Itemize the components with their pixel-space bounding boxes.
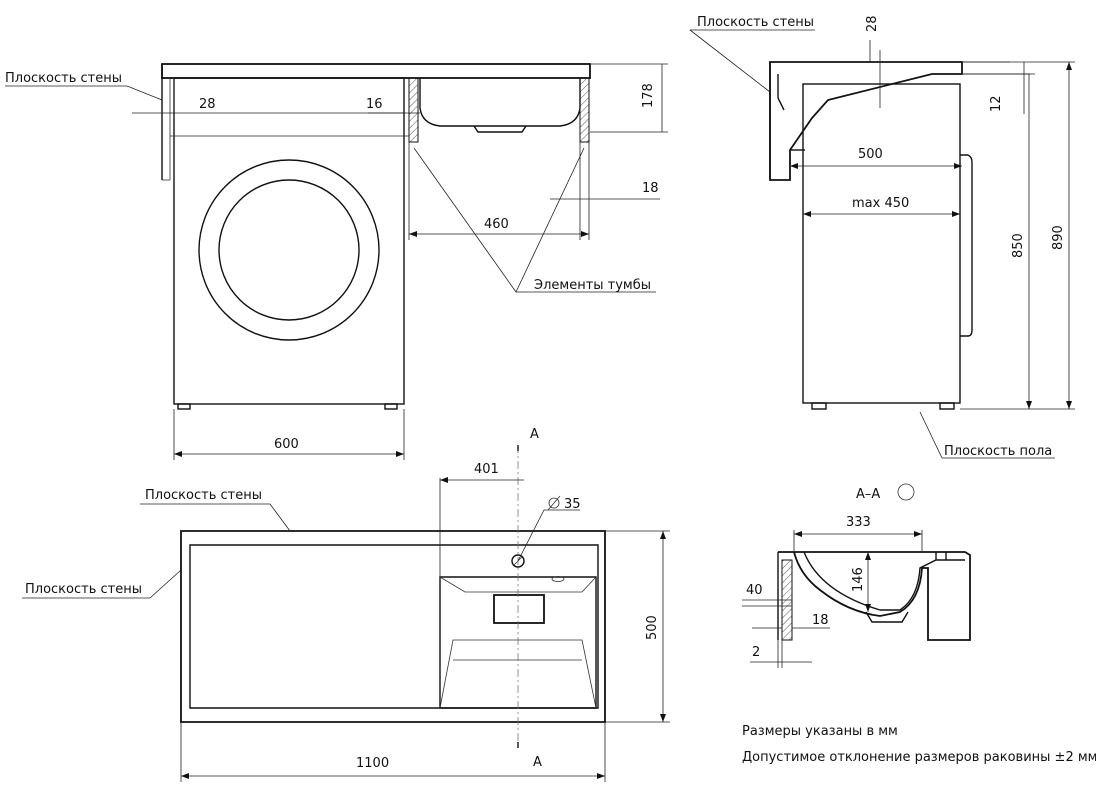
dim-850: 850 (1011, 233, 1026, 258)
dim-460: 460 (484, 217, 509, 232)
side-view: 28 12 500 max 450 850 890 Плоскость стен… (689, 15, 1075, 459)
dim-1100: 1100 (356, 756, 389, 771)
notes: Размеры указаны в мм Допустимое отклонен… (742, 724, 1096, 765)
section-mark-top: А (530, 427, 539, 442)
section-mark-bottom: А (533, 755, 542, 770)
note-units: Размеры указаны в мм (742, 724, 898, 739)
dim-40: 40 (746, 583, 763, 598)
dim-146: 146 (851, 567, 866, 592)
washing-machine-front (173, 77, 405, 405)
dim-333: 333 (846, 515, 871, 530)
sink-countertop-front (161, 63, 591, 79)
washing-machine-side (802, 83, 961, 404)
section-sink-profile (778, 551, 971, 641)
dim-18-section: 18 (812, 613, 829, 628)
top-view: А А 401 35 500 1100 Плоскость стены Плос… (22, 427, 670, 782)
dim-600: 600 (274, 437, 299, 452)
sink-side-profile (769, 61, 963, 181)
machine-door-inner (218, 179, 360, 321)
dim-178: 178 (641, 83, 656, 108)
tap-hole (511, 554, 525, 568)
dim-28-front: 28 (199, 97, 216, 112)
dim-max450: max 450 (852, 196, 909, 211)
section-scale-circle (897, 483, 915, 501)
dim-2: 2 (752, 645, 760, 660)
sink-outline-top (180, 530, 606, 723)
section-title: А–А (856, 487, 880, 502)
note-tolerance: Допустимое отклонение размеров раковины … (742, 750, 1096, 765)
wall-plane-label-front: Плоскость стены (5, 71, 122, 86)
wall-plane-label-top: Плоскость стены (145, 488, 262, 503)
sink-basin-front (419, 78, 581, 127)
wall-plane-label-side: Плоскость стены (697, 15, 814, 30)
dim-12: 12 (989, 95, 1004, 112)
wall-plane-label-left: Плоскость стены (25, 582, 142, 597)
cabinet-elements-label: Элементы тумбы (534, 278, 651, 293)
floor-plane-label: Плоскость пола (944, 444, 1052, 459)
dim-16: 16 (366, 97, 383, 112)
dim-890: 890 (1051, 225, 1066, 250)
machine-door-outer (198, 159, 380, 341)
dim-401: 401 (474, 462, 499, 477)
dim-35: 35 (564, 497, 581, 512)
dim-28-side: 28 (865, 15, 880, 32)
cabinet-element-left (408, 77, 419, 143)
cabinet-element-right (579, 77, 590, 143)
section-aa: А–А 333 146 40 18 2 (742, 483, 971, 668)
dim-500-top: 500 (645, 615, 660, 640)
front-view: 28 16 Плоскость стены 178 18 460 Элемент… (5, 63, 668, 460)
dim-18-front: 18 (642, 181, 659, 196)
drain-rect (493, 594, 545, 624)
dim-500-side: 500 (858, 147, 883, 162)
